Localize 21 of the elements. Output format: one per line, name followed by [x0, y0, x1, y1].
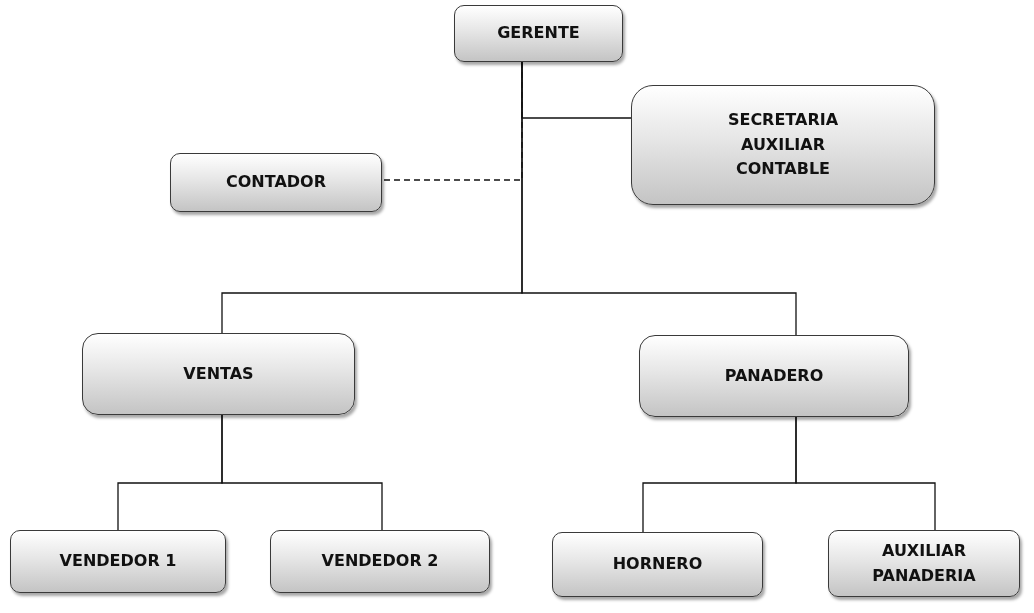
connector-line [795, 416, 936, 531]
role-label: GERENTE [496, 22, 581, 45]
role-label: AUXILIAR PANADERIA [871, 539, 977, 587]
org-box [454, 5, 623, 62]
org-box [552, 532, 763, 597]
connector-line [221, 414, 383, 531]
org-box [639, 335, 909, 417]
connector-line [521, 61, 797, 336]
org-box [270, 530, 490, 593]
org-box [631, 85, 935, 205]
role-label: CONTADOR [225, 171, 327, 194]
role-label: HORNERO [611, 553, 704, 576]
org-box [10, 530, 226, 593]
role-label: VENTAS [182, 362, 255, 385]
org-box [828, 530, 1020, 597]
org-box [170, 153, 382, 212]
role-label: PANADERO [723, 364, 825, 387]
role-label: VENDEDOR 2 [320, 550, 440, 573]
org-box [82, 333, 355, 415]
role-label: SECRETARIA AUXILIAR CONTABLE [726, 108, 840, 181]
role-label: VENDEDOR 1 [58, 550, 178, 573]
